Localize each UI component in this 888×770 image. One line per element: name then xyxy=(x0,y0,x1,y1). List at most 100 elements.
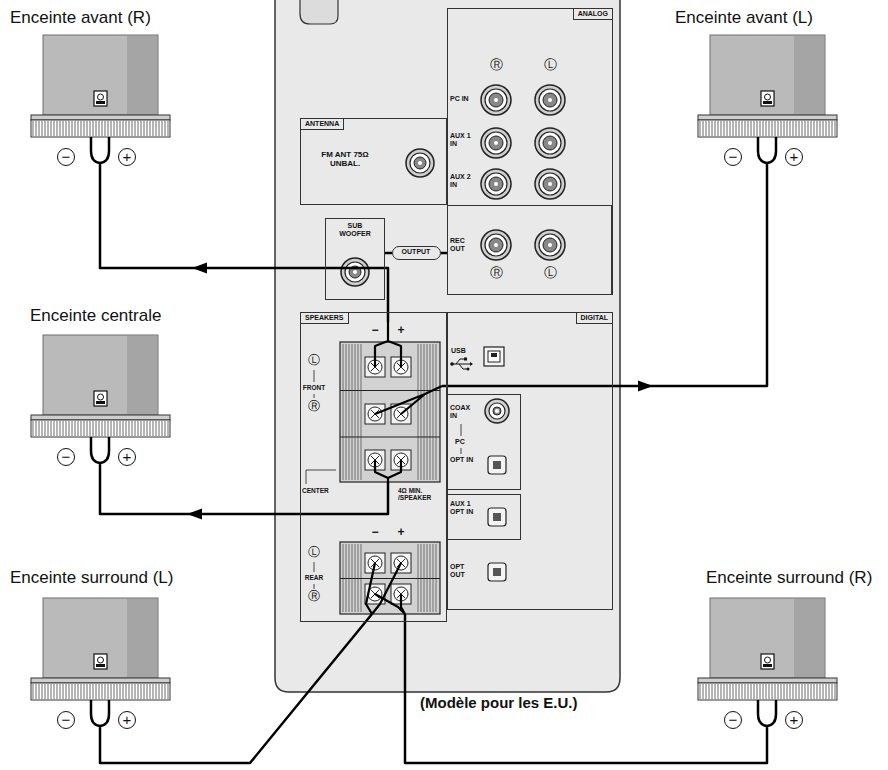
speaker-knurl xyxy=(132,421,133,436)
speaker-label: Enceinte avant (L) xyxy=(675,8,813,28)
speaker-knurl xyxy=(757,684,758,699)
speaker-knurl xyxy=(57,121,58,136)
speaker-knurl xyxy=(168,121,169,136)
speaker-knurl xyxy=(117,421,118,436)
speaker-knurl xyxy=(162,684,163,699)
speaker-knurl xyxy=(87,421,88,436)
speaker-terminal xyxy=(94,91,107,106)
terminal-block: −+ xyxy=(338,524,442,614)
terminal-divider xyxy=(340,578,440,579)
speaker-knurl xyxy=(826,121,827,136)
analog-section: ANALOGⓇⓁPC INAUX 1 INAUX 2 INREC OUTⓇⓁ xyxy=(447,8,613,295)
speaker-knurl xyxy=(120,121,121,136)
speaker-knurl xyxy=(772,121,773,136)
speaker-base xyxy=(31,420,170,437)
jack-pin xyxy=(494,243,498,247)
jack-pin xyxy=(548,141,552,145)
bracket-line xyxy=(461,424,462,436)
terminal-frame xyxy=(340,342,440,482)
speaker-knurl xyxy=(60,684,61,699)
speaker-knurl xyxy=(745,121,746,136)
polarity-sign: − xyxy=(724,711,742,729)
speaker-terminal-foot xyxy=(763,664,772,667)
speaker-knurl xyxy=(829,684,830,699)
speaker-knurl xyxy=(39,121,40,136)
speaker-knurl xyxy=(93,421,94,436)
speaker-knurl xyxy=(75,121,76,136)
speaker-knurl xyxy=(105,684,106,699)
jack-outer xyxy=(406,149,434,177)
speaker-knurl xyxy=(748,684,749,699)
speaker-terminal xyxy=(94,654,107,669)
jack-inner xyxy=(489,136,503,150)
speaker-knurl xyxy=(784,684,785,699)
speaker-knurl xyxy=(108,684,109,699)
speaker-knurl xyxy=(811,121,812,136)
optical-port-frame xyxy=(488,508,506,526)
speaker-knurl xyxy=(763,121,764,136)
speaker-knurl xyxy=(820,684,821,699)
jack-ring xyxy=(539,234,561,256)
speaker-base-top xyxy=(31,678,170,683)
speaker-knurl xyxy=(48,684,49,699)
terminal-stripe xyxy=(433,344,434,480)
speaker-knurl xyxy=(96,121,97,136)
speaker-cable xyxy=(442,170,767,392)
jack-pin xyxy=(494,141,498,145)
speaker-knurl xyxy=(721,121,722,136)
speaker-knurl xyxy=(754,121,755,136)
usb-port-frame xyxy=(484,347,504,366)
jack-outer xyxy=(481,85,511,115)
speaker-base xyxy=(31,120,170,137)
panel-label: AUX 1 IN xyxy=(450,132,476,148)
speaker-knurl xyxy=(748,121,749,136)
speaker-cable xyxy=(100,470,388,520)
jack-ring xyxy=(345,262,365,282)
rca-jack xyxy=(481,85,511,115)
speaker-knurl xyxy=(159,121,160,136)
speaker-terminal-foot xyxy=(96,401,105,404)
speaker-knurl xyxy=(730,684,731,699)
speaker-knurl xyxy=(156,421,157,436)
speaker-knurl xyxy=(727,121,728,136)
cable-line xyxy=(100,614,372,763)
terminal-stripe xyxy=(424,344,425,480)
speaker-drawing xyxy=(31,35,170,170)
speaker-knurl xyxy=(162,121,163,136)
speaker-wire xyxy=(91,437,109,470)
speaker-knurl xyxy=(102,421,103,436)
panel-label: AUX 2 IN xyxy=(450,173,476,189)
terminal-stripe xyxy=(427,344,428,480)
jack-pin xyxy=(494,182,498,186)
speaker-knurl xyxy=(757,121,758,136)
polarity-sign: − xyxy=(724,148,742,166)
speaker-knurl xyxy=(117,684,118,699)
speaker-knurl xyxy=(760,121,761,136)
speaker-knurl xyxy=(817,684,818,699)
usb-symbol xyxy=(450,358,473,371)
speaker-base-top xyxy=(31,415,170,420)
cable-line xyxy=(385,252,392,255)
speaker-knurl xyxy=(81,421,82,436)
speaker-knurl xyxy=(51,421,52,436)
speaker-knurl xyxy=(114,684,115,699)
speaker-knurl xyxy=(36,684,37,699)
speaker-knurl xyxy=(766,684,767,699)
speakers-section: SPEAKERSⓁFRONTⓇCENTER4Ω MIN. /SPEAKERⓁRE… xyxy=(300,312,447,622)
speaker-wire xyxy=(91,700,109,733)
speaker-knurl xyxy=(760,684,761,699)
panel-label: − xyxy=(370,324,380,338)
speaker-cable xyxy=(100,170,388,322)
speaker-knurl xyxy=(123,421,124,436)
speaker-knurl xyxy=(703,121,704,136)
jack-outer xyxy=(481,169,511,199)
optical-port xyxy=(488,508,506,526)
speaker-knurl xyxy=(814,121,815,136)
speaker-knurl xyxy=(75,421,76,436)
panel-label: Ⓛ xyxy=(540,266,560,281)
speaker-knurl xyxy=(817,121,818,136)
speaker-knurl xyxy=(150,421,151,436)
speaker-knurl xyxy=(66,421,67,436)
polarity-sign: + xyxy=(785,711,803,729)
